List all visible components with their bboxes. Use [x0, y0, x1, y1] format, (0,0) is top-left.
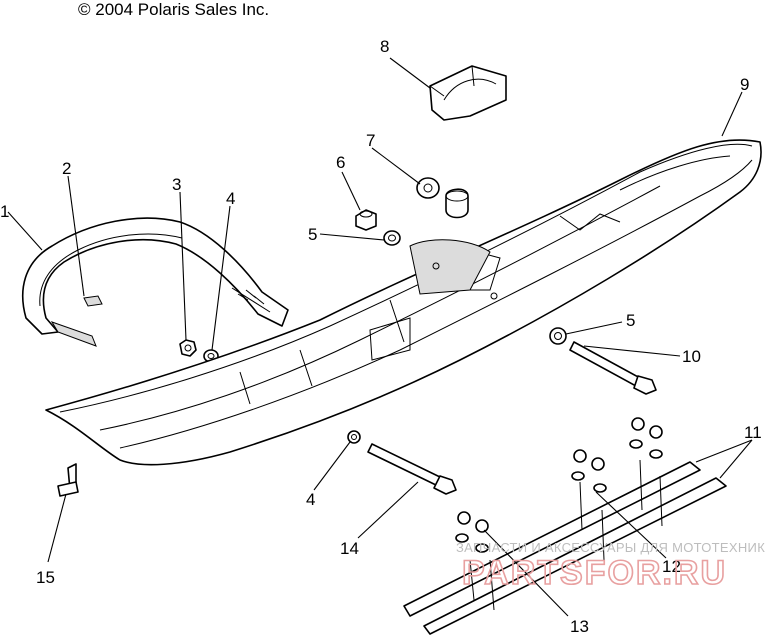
watermark-brand: PARTSFOR.RU — [462, 554, 727, 592]
washer-5-right — [549, 327, 567, 345]
watermark-tagline: ЗАПЧАСТИ И АКСЕССУАРЫ ДЛЯ МОТОТЕХНИКИ — [456, 540, 765, 555]
callout-7: 7 — [366, 131, 375, 150]
callout-6: 6 — [336, 153, 345, 172]
callout-9: 9 — [740, 75, 749, 94]
saddle-block-8 — [429, 65, 507, 121]
ski-handle-loop — [21, 217, 289, 347]
ski-body — [45, 139, 762, 466]
callout-15: 15 — [36, 568, 55, 587]
copyright-notice: © 2004 Polaris Sales Inc. — [78, 0, 270, 19]
callout-4-upper: 4 — [226, 189, 235, 208]
bolt-10 — [569, 341, 657, 395]
callout-4-lower: 4 — [306, 490, 315, 509]
callout-3: 3 — [172, 175, 181, 194]
nut-3 — [179, 339, 197, 357]
callout-13: 13 — [570, 617, 589, 635]
nuts-washers-12 — [571, 417, 663, 493]
callout-11: 11 — [744, 423, 762, 442]
bolt-14 — [367, 443, 457, 495]
ski-clip — [83, 295, 103, 307]
wear-bar-runners-11 — [403, 459, 727, 635]
callout-8: 8 — [380, 37, 389, 56]
callout-10: 10 — [682, 347, 701, 366]
callout-12: 12 — [662, 557, 681, 576]
callout-14: 14 — [340, 539, 359, 558]
callout-5-upper: 5 — [308, 225, 317, 244]
washer-4-lower — [347, 430, 361, 444]
washer-5-upper — [383, 230, 401, 246]
nuts-washers-13 — [455, 511, 489, 553]
callout-5-right: 5 — [626, 311, 635, 330]
callout-numbers: 1 2 3 4 4 5 5 6 7 8 9 10 11 12 13 14 15 — [0, 37, 762, 635]
pin-15 — [57, 463, 79, 497]
watermark: ЗАПЧАСТИ И АКСЕССУАРЫ ДЛЯ МОТОТЕХНИКИ PA… — [456, 540, 765, 593]
callout-1: 1 — [0, 202, 9, 221]
leader-lines — [7, 57, 753, 617]
spacer-7 — [416, 177, 469, 219]
bushing-6 — [355, 209, 377, 231]
callout-2: 2 — [62, 159, 71, 178]
